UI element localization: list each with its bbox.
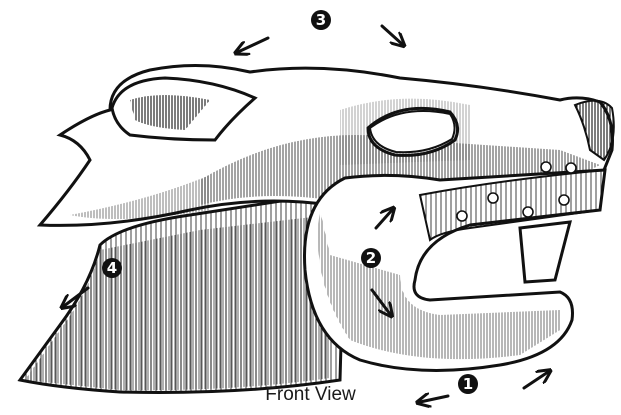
marker-4: 4 (102, 258, 122, 278)
tooth (520, 222, 570, 282)
svg-text:3: 3 (316, 11, 326, 29)
svg-text:2: 2 (366, 249, 376, 267)
marker-3: 3 (311, 10, 331, 30)
svg-text:4: 4 (107, 259, 117, 277)
caption: Front View (0, 384, 621, 406)
marker-2: 2 (361, 248, 381, 268)
